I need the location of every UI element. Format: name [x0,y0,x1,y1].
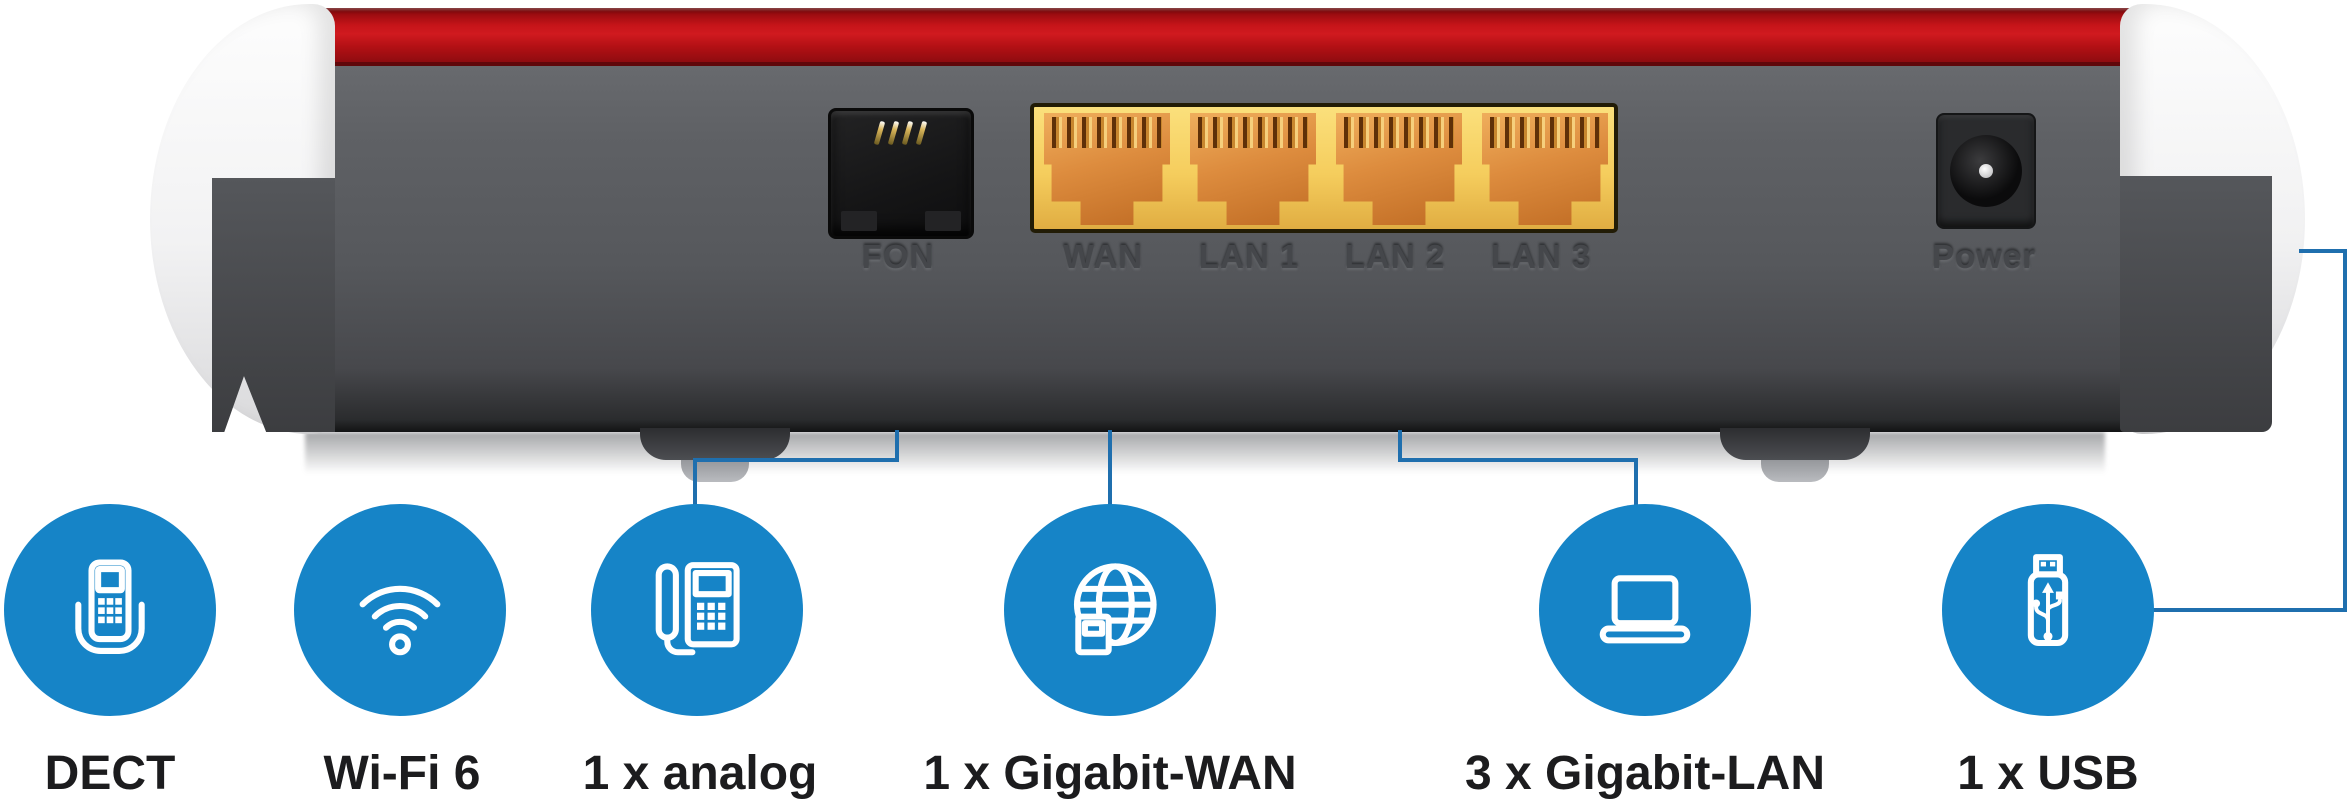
feature-label-analog: 1 x analog [582,747,818,800]
fon-port-step [841,211,877,231]
wifi-icon [359,585,441,656]
feature-circle-wan [1004,504,1216,716]
feature-circle-usb [1942,504,2154,716]
power-barrel-jack [1950,135,2022,207]
feature-circle-wifi [294,504,506,716]
wan-connector-line [1108,430,1112,508]
laptop-icon [1599,575,1691,644]
desk-phone-icon [655,562,740,656]
lan2-port [1336,113,1462,225]
wan-port [1044,113,1170,225]
power-center-pin [1979,164,1993,178]
usb-stick-icon [2027,554,2069,647]
fon-pin [901,120,914,146]
fon-connector-line-v2 [693,458,697,508]
usb-connector-line-h2 [2150,608,2347,612]
lan3-port [1482,113,1608,225]
feature-label-usb: 1 x USB [1957,747,2139,800]
power-port-label: Power [1931,238,2037,275]
router-red-top-band [290,8,2180,66]
router-side-recess-left [212,178,335,432]
usb-connector-line-h1 [2299,249,2347,253]
lan-connector-line-h [1398,458,1638,462]
lan3-port-label: LAN 3 [1490,238,1592,275]
feature-circle-dect [4,504,216,716]
lan-connector-line-v2 [1634,458,1638,508]
usb-connector-line-v [2343,249,2347,612]
lan1-port [1190,113,1316,225]
fon-port [828,108,974,239]
fon-port-label: FON [861,238,935,275]
fon-connector-line-v1 [895,430,899,462]
lan2-port-label: LAN 2 [1344,238,1446,275]
fon-pin [915,120,928,146]
feature-circle-analog [591,504,803,716]
lan-connector-line-v1 [1398,430,1402,462]
power-port [1936,113,2036,229]
router-foot-nub-right [1761,456,1829,482]
router-foot-left [640,428,790,460]
feature-label-dect: DECT [44,747,176,800]
fon-pin [887,120,900,146]
feature-label-wifi: Wi-Fi 6 [323,747,481,800]
feature-circle-lan [1539,504,1751,716]
fon-pin [873,120,886,146]
cordless-phone-icon [75,559,145,654]
ethernet-port-block [1030,103,1618,233]
fon-connector-line-h [693,458,899,462]
router-foot-right [1720,428,1870,460]
globe-icon [1073,563,1157,656]
fon-port-step [925,211,961,231]
lan1-port-label: LAN 1 [1198,238,1300,275]
router-side-recess-right [2120,176,2272,432]
feature-label-wan: 1 x Gigabit-WAN [923,747,1297,800]
wan-port-label: WAN [1063,238,1143,275]
feature-label-lan: 3 x Gigabit-LAN [1464,747,1826,800]
